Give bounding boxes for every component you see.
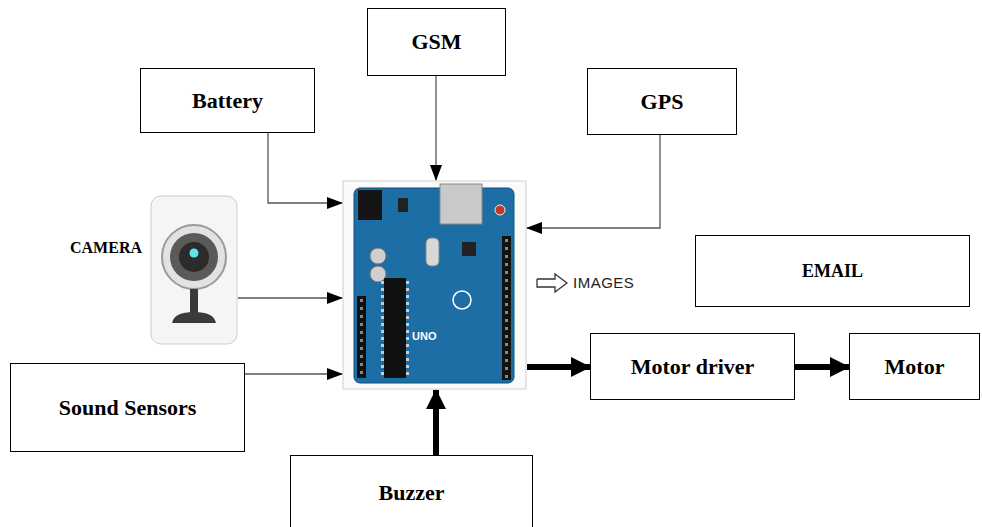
- node-label: Buzzer: [379, 480, 445, 506]
- node-label: Motor: [885, 354, 945, 380]
- hollow-arrow: [537, 274, 567, 292]
- signal-arrow: [268, 133, 342, 203]
- node-label: Motor driver: [631, 354, 755, 380]
- signal-arrow: [238, 297, 342, 298]
- gsm-box: GSM: [367, 8, 506, 76]
- buzzer-box: Buzzer: [290, 455, 533, 527]
- signal-arrow: [527, 135, 660, 228]
- camera-box: CAMERA: [150, 195, 238, 345]
- email-box: EMAIL: [695, 235, 970, 307]
- signal-arrow: [433, 390, 439, 455]
- arduino-board: UNO: [342, 180, 527, 390]
- motor-box: Motor: [849, 333, 980, 400]
- webcam-icon: [150, 195, 238, 345]
- node-label: GSM: [411, 29, 461, 55]
- gps-box: GPS: [587, 68, 737, 135]
- signal-arrow: [435, 76, 436, 180]
- battery-box: Battery: [140, 68, 315, 133]
- node-label: Battery: [192, 88, 263, 114]
- node-label: EMAIL: [802, 261, 863, 282]
- node-label: GPS: [641, 89, 684, 115]
- signal-arrow: [795, 364, 849, 370]
- sound-sensor-box: Sound Sensors: [10, 363, 245, 452]
- signal-arrow: [527, 364, 590, 370]
- arduino-illustration: [342, 180, 527, 390]
- node-label: CAMERA: [70, 239, 142, 257]
- node-label: UNO: [412, 330, 436, 342]
- node-label: Sound Sensors: [59, 395, 197, 421]
- motor-driver-box: Motor driver: [590, 333, 795, 400]
- edge-label: IMAGES: [571, 274, 636, 291]
- signal-arrow: [245, 373, 342, 374]
